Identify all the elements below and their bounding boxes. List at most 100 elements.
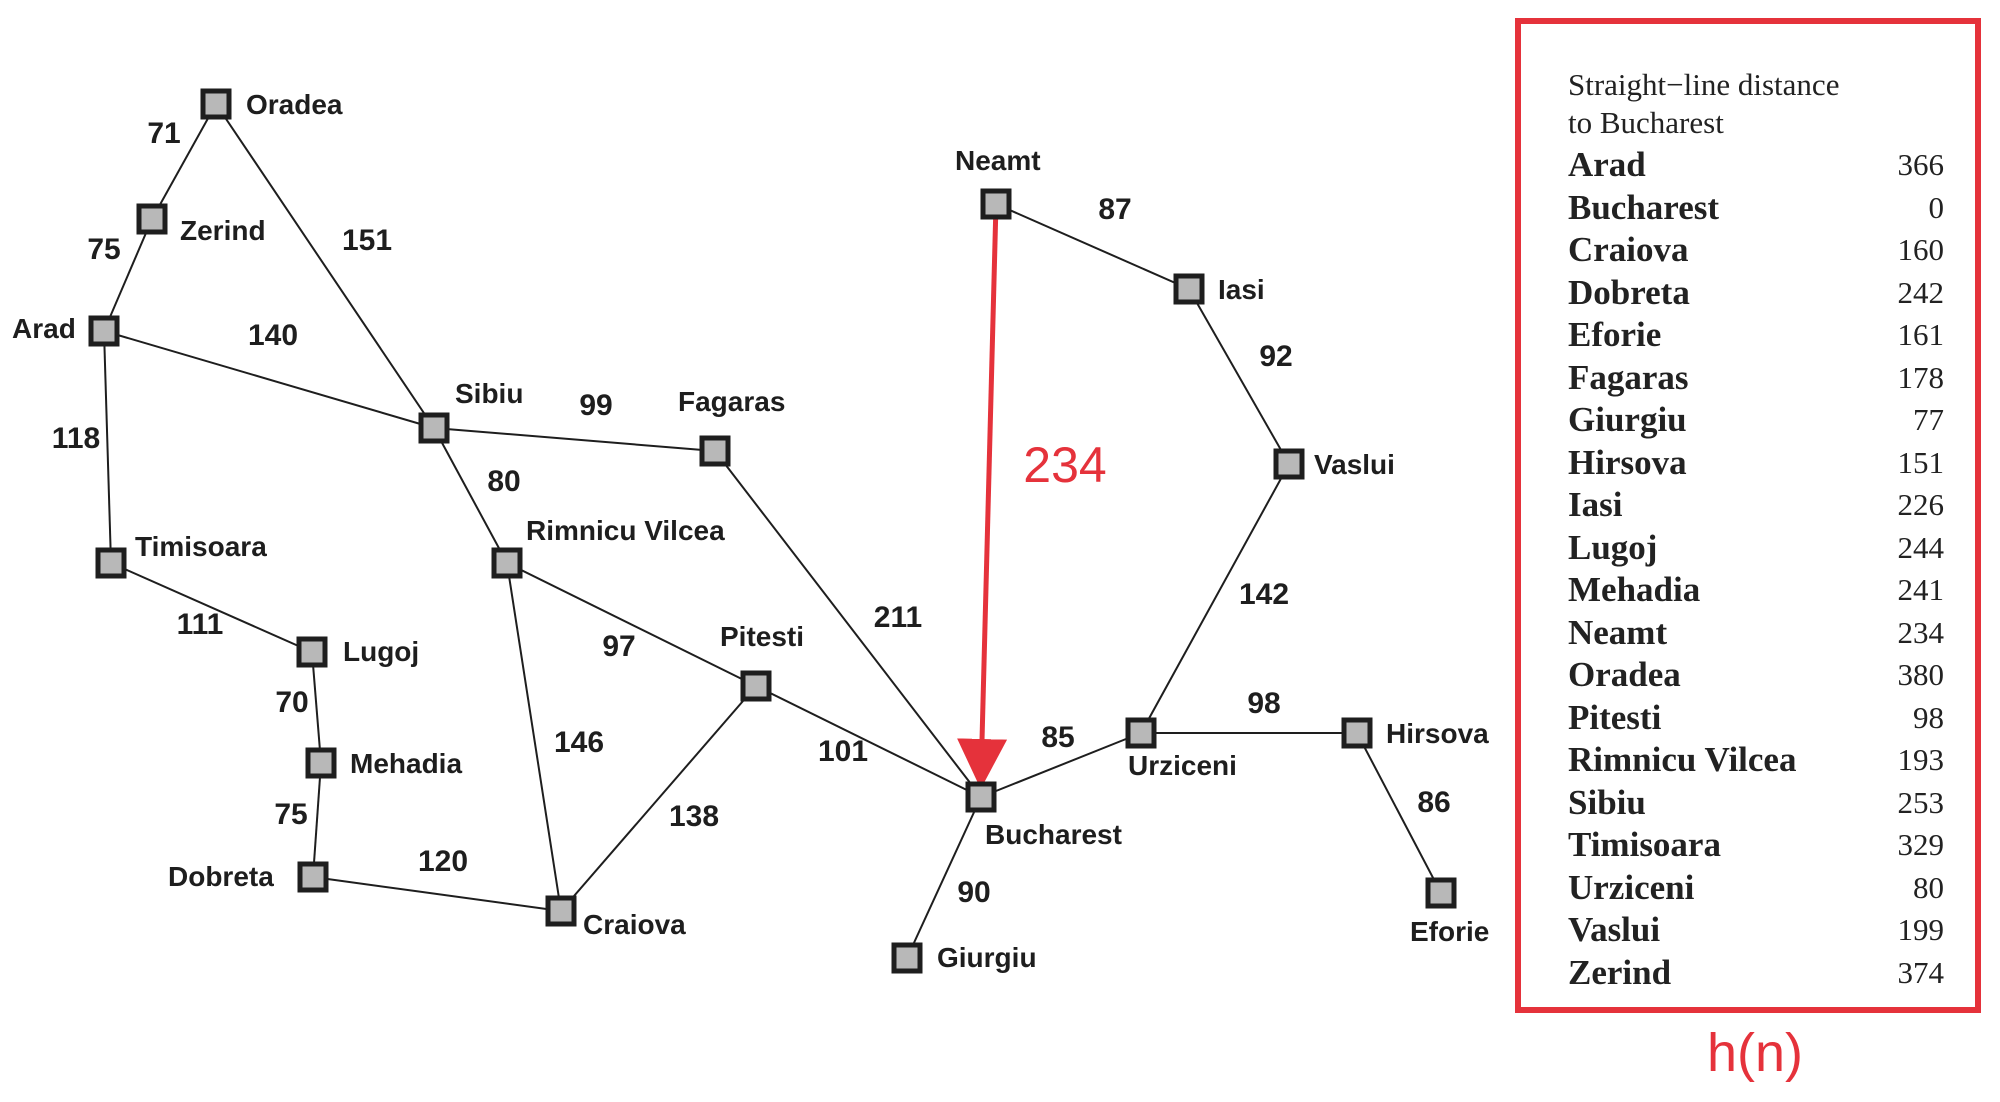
road-distance-label: 98	[1247, 687, 1280, 720]
road-hirsova-eforie	[1356, 732, 1442, 894]
road-oradea-sibiu	[215, 103, 435, 429]
table-distance-value: 234	[1897, 614, 1945, 650]
table-city-name: Fagaras	[1568, 357, 1689, 397]
straight-line-arrow-neamt-bucharest	[957, 203, 1008, 789]
city-label-arad: Arad	[12, 313, 76, 344]
city-label-mehadia: Mehadia	[350, 748, 462, 779]
table-city-name: Iasi	[1568, 485, 1623, 525]
city-label-zerind: Zerind	[180, 215, 266, 246]
city-node-vaslui	[1273, 448, 1305, 480]
road-distance-label: 86	[1417, 786, 1450, 819]
road-distance-label: 70	[275, 686, 308, 719]
road-distance-label: 118	[52, 422, 100, 455]
road-distance-label: 71	[147, 117, 180, 150]
city-node-urziceni	[1125, 717, 1157, 749]
city-label-lugoj: Lugoj	[343, 636, 419, 667]
table-city-name: Hirsova	[1568, 442, 1687, 482]
city-label-oradea: Oradea	[246, 89, 343, 120]
table-distance-value: 366	[1897, 147, 1945, 183]
road-craiova-pitesti	[560, 685, 757, 912]
city-label-craiova: Craiova	[583, 909, 686, 940]
road-distance-label: 97	[602, 630, 635, 663]
table-distance-value: 0	[1928, 189, 1945, 225]
road-rimnicu-vilcea-craiova	[506, 562, 562, 912]
table-distance-value: 178	[1897, 359, 1945, 395]
table-city-name: Oradea	[1568, 655, 1681, 695]
city-node-craiova	[545, 895, 577, 927]
city-node-timisoara	[95, 547, 127, 579]
road-distance-label: 211	[874, 601, 922, 634]
road-distance-label: 75	[87, 233, 120, 266]
city-node-pitesti	[740, 670, 772, 702]
city-label-neamt: Neamt	[955, 145, 1041, 176]
road-arad-timisoara	[103, 330, 112, 564]
road-distance-label: 142	[1239, 578, 1289, 611]
city-node-dobreta	[297, 861, 329, 893]
table-row: Fagaras 178	[1568, 357, 1944, 400]
road-urziceni-vaslui	[1140, 463, 1290, 734]
road-distance-label: 140	[248, 319, 298, 352]
road-arad-sibiu	[103, 330, 435, 429]
road-fagaras-bucharest	[714, 450, 982, 798]
road-bucharest-urziceni	[980, 732, 1142, 798]
road-distance-label: 111	[177, 608, 224, 641]
table-city-name: Mehadia	[1568, 570, 1701, 610]
city-node-lugoj	[296, 636, 328, 668]
road-vaslui-iasi	[1188, 288, 1290, 465]
straight-line-distance-table: Straight−line distance to Bucharest Arad…	[1515, 18, 1981, 1013]
road-distance-label: 92	[1259, 340, 1292, 373]
city-label-rimnicu-vilcea: Rimnicu Vilcea	[526, 515, 725, 546]
table-title-line-1: Straight−line distance	[1568, 67, 1840, 102]
road-pitesti-bucharest	[755, 685, 982, 798]
city-node-arad	[88, 315, 120, 347]
city-label-bucharest: Bucharest	[985, 819, 1122, 850]
table-distance-value: 193	[1897, 742, 1945, 778]
table-distance-value: 98	[1913, 699, 1944, 735]
table-distance-value: 244	[1897, 529, 1945, 565]
road-distance-label: 90	[957, 876, 990, 909]
table-title-line-2: to Bucharest	[1568, 105, 1724, 140]
city-node-oradea	[200, 88, 232, 120]
road-mehadia-dobreta	[312, 762, 322, 878]
table-distance-value: 241	[1897, 572, 1945, 608]
road-oradea-zerind	[151, 103, 217, 220]
city-node-bucharest	[965, 781, 997, 813]
table-distance-value: 242	[1897, 274, 1945, 310]
table-city-name: Rimnicu Vilcea	[1568, 740, 1797, 780]
city-label-sibiu: Sibiu	[455, 378, 523, 409]
table-city-name: Sibiu	[1568, 782, 1646, 822]
table-row: Rimnicu Vilcea 193	[1568, 739, 1944, 782]
table-title: Straight−line distance to Bucharest	[1568, 66, 1948, 142]
city-node-iasi	[1173, 273, 1205, 305]
table-distance-value: 380	[1897, 657, 1945, 693]
city-node-rimnicu-vilcea	[491, 547, 523, 579]
city-label-timisoara: Timisoara	[135, 531, 267, 562]
table-city-name: Zerind	[1568, 952, 1672, 992]
road-bucharest-giurgiu	[906, 796, 982, 959]
road-distance-label: 80	[487, 465, 520, 498]
table-city-name: Bucharest	[1568, 187, 1720, 227]
table-row: Mehadia 241	[1568, 569, 1944, 612]
table-row: Oradea 380	[1568, 654, 1944, 697]
city-label-hirsova: Hirsova	[1386, 718, 1489, 749]
city-node-giurgiu	[891, 942, 923, 974]
city-label-fagaras: Fagaras	[678, 386, 785, 417]
road-distance-label: 138	[669, 800, 719, 833]
road-distance-label: 75	[274, 798, 307, 831]
table-distance-value: 77	[1913, 402, 1944, 438]
city-node-sibiu	[418, 412, 450, 444]
table-row: Bucharest 0	[1568, 187, 1944, 230]
